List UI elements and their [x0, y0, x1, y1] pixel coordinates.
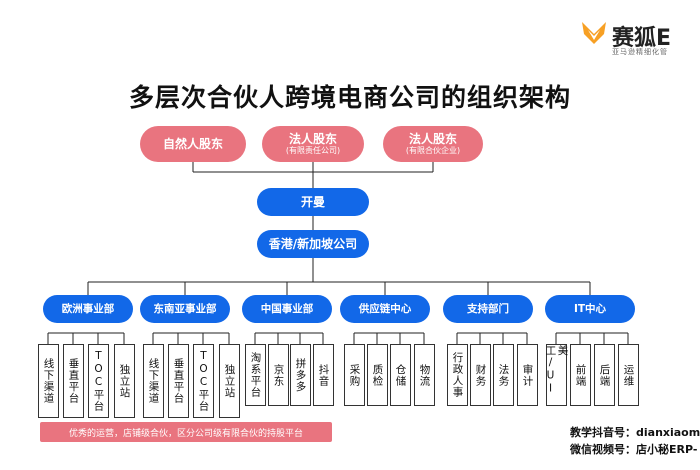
- douyin-account: 教学抖音号：dianxiaom: [570, 426, 700, 439]
- unit-box: 审计: [517, 344, 538, 406]
- unit-box: 仓储: [390, 344, 411, 406]
- unit-box: 垂直平台: [168, 344, 189, 418]
- unit-box: 垂直平台: [63, 344, 84, 418]
- shareholder-lp: 法人股东 (有限合伙企业): [383, 126, 483, 162]
- unit-box: 线下渠道: [38, 344, 59, 418]
- hk-sg-company-node: 香港/新加坡公司: [257, 230, 369, 258]
- unit-box: 美工/UI: [545, 344, 569, 406]
- unit-box: 京东: [268, 344, 289, 406]
- unit-box: 质检: [367, 344, 388, 406]
- page-title: 多层次合伙人跨境电商公司的组织架构: [128, 83, 571, 112]
- unit-box: 抖音: [313, 344, 334, 406]
- wechat-video-account: 微信视频号：店小秘ERP-: [570, 443, 698, 456]
- department-europe: 欧洲事业部: [43, 295, 133, 323]
- brand-tagline: 亚马逊精细化管: [612, 48, 668, 56]
- unit-box: 拼多多: [290, 344, 311, 406]
- unit-box: 淘系平台: [245, 344, 266, 406]
- unit-box: 法务: [493, 344, 514, 406]
- unit-box: 行政人事: [447, 344, 468, 406]
- unit-box: TOC平台: [88, 344, 109, 418]
- unit-box: 线下渠道: [143, 344, 164, 418]
- shareholder-natural-person: 自然人股东: [140, 126, 246, 162]
- department-it: IT中心: [545, 295, 635, 323]
- brand-name: 赛狐E: [612, 26, 672, 51]
- cayman-node: 开曼: [257, 188, 369, 216]
- unit-box: 物流: [414, 344, 435, 406]
- shareholder-llc: 法人股东 (有限责任公司): [262, 126, 364, 162]
- department-southeast-asia: 东南亚事业部: [140, 295, 230, 323]
- unit-box: 独立站: [219, 344, 240, 418]
- unit-box: 运维: [618, 344, 639, 406]
- partnership-banner: 优秀的运营，店铺级合伙，区分公司级有限合伙的持股平台: [40, 422, 332, 442]
- fox-logo-icon: [582, 22, 606, 44]
- unit-box: 独立站: [114, 344, 135, 418]
- department-support: 支持部门: [443, 295, 533, 323]
- brand-logo: 赛狐E 亚马逊精细化管: [580, 14, 700, 58]
- department-china: 中国事业部: [242, 295, 332, 323]
- unit-box: 财务: [470, 344, 491, 406]
- unit-box: 后端: [594, 344, 615, 406]
- unit-box: TOC平台: [193, 344, 214, 418]
- department-supply-chain: 供应链中心: [340, 295, 430, 323]
- unit-box: 前端: [570, 344, 591, 406]
- unit-box: 采购: [344, 344, 365, 406]
